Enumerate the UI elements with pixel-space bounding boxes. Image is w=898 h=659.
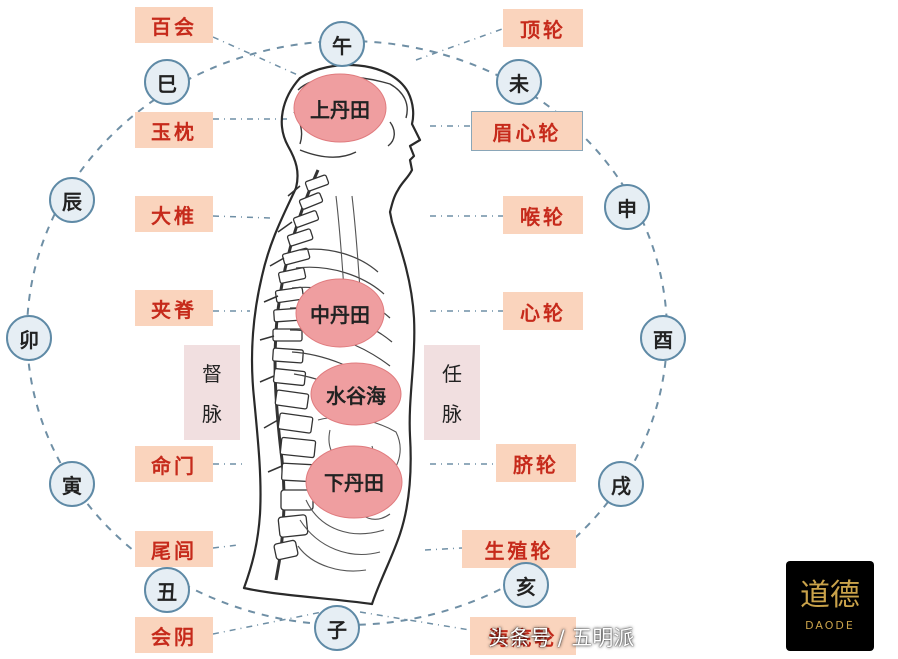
label-huiyin: 会阴 [135, 617, 213, 653]
label-dinglun: 顶轮 [503, 9, 583, 47]
label-xinlun: 心轮 [503, 292, 583, 330]
vessel-ren-char-2: 脉 [442, 398, 462, 427]
branch-node-wu: 午 [319, 21, 365, 67]
label-weilv: 尾闾 [135, 531, 213, 567]
vessel-du-char-1: 督 [202, 358, 222, 387]
branch-node-si: 巳 [144, 59, 190, 105]
logo-latin-text: DAODE [805, 619, 855, 632]
vessel-du: 督 脉 [184, 345, 240, 440]
label-dazhui: 大椎 [135, 196, 213, 232]
center-upper-dantian: 上丹田 [294, 92, 386, 124]
label-meixinlun: 眉心轮 [471, 111, 583, 151]
center-shuiguhai: 水谷海 [311, 378, 401, 410]
branch-node-wei: 未 [496, 59, 542, 105]
label-houlun: 喉轮 [503, 196, 583, 234]
branch-node-yin: 寅 [49, 461, 95, 507]
vessel-du-char-2: 脉 [202, 398, 222, 427]
daode-logo: 道德 DAODE [786, 561, 874, 651]
label-mingmen: 命门 [135, 446, 213, 482]
vessel-ren: 任 脉 [424, 345, 480, 440]
branch-node-mao: 卯 [6, 315, 52, 361]
center-middle-dantian: 中丹田 [296, 297, 384, 329]
label-yuzhen: 玉枕 [135, 112, 213, 148]
branch-node-hai: 亥 [503, 562, 549, 608]
branch-node-zi: 子 [314, 605, 360, 651]
logo-glyphs: 道德 [800, 581, 860, 611]
branch-node-shen: 申 [604, 184, 650, 230]
branch-node-you: 酉 [640, 315, 686, 361]
branch-node-xu: 戌 [598, 461, 644, 507]
vessel-ren-char-1: 任 [442, 358, 462, 387]
label-qilun: 脐轮 [496, 444, 576, 482]
watermark-text: 头条号 / 五明派 [488, 622, 634, 652]
branch-node-chou: 丑 [144, 567, 190, 613]
center-lower-dantian: 下丹田 [306, 465, 402, 497]
branch-node-chen: 辰 [49, 177, 95, 223]
label-jiaji: 夹脊 [135, 290, 213, 326]
label-baihui: 百会 [135, 7, 213, 43]
